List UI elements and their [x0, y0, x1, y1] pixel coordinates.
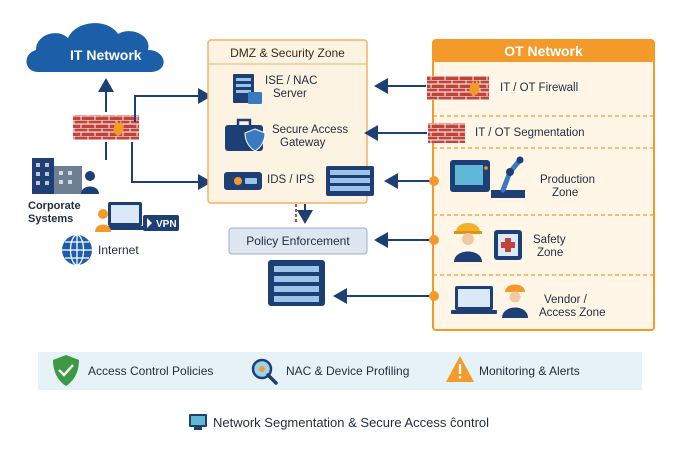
- ot-connector-dots: [429, 176, 439, 301]
- secure-gateway-icon: [225, 118, 266, 152]
- dmz-policy-connector: [295, 204, 313, 224]
- legend-nac-profiling: NAC & Device Profiling: [286, 364, 410, 378]
- rack-server-icon: [326, 166, 374, 196]
- secure-gateway-line1: Secure Access: [272, 124, 349, 136]
- ot-firewall-icon: [427, 76, 489, 100]
- corporate-label: Corporate Systems: [28, 200, 81, 226]
- vendor-zone-label: Vendor / Access Zone: [539, 294, 605, 320]
- ot-network-title: OT Network: [504, 43, 583, 59]
- legend-monitoring: Monitoring & Alerts: [479, 364, 580, 378]
- magnifier-icon: [251, 358, 278, 385]
- first-aid-icon: [494, 230, 522, 260]
- it-network-title: IT Network: [70, 47, 142, 63]
- it-connectors: [98, 78, 212, 190]
- ot-segmentation-icon: [428, 123, 465, 143]
- dmz-title: DMZ & Security Zone: [230, 46, 345, 60]
- policy-enforcement-label: Policy Enforcement: [246, 234, 350, 248]
- vendor-line1: Vendor /: [544, 294, 587, 306]
- production-terminal-icon: [450, 160, 490, 192]
- policy-enforcement-box: [228, 227, 368, 255]
- robot-arm-icon: [491, 156, 525, 198]
- safety-line2: Zone: [537, 247, 564, 259]
- shield-check-icon: [53, 355, 79, 386]
- server-icon: [233, 74, 262, 104]
- footer-title: Network Segmentation & Secure Access ĉon…: [213, 415, 490, 430]
- secure-gateway-label: Secure Access Gateway: [272, 124, 348, 150]
- production-zone-label: Production Zone: [540, 174, 595, 200]
- ids-ips-label: IDS / IPS: [267, 174, 315, 186]
- monitor-icon: [189, 414, 207, 430]
- vendor-technician-icon: [502, 284, 528, 318]
- ise-nac-line2: Server: [273, 88, 307, 100]
- production-line2: Zone: [552, 187, 579, 199]
- ise-nac-label: ISE / NAC Server: [265, 75, 317, 101]
- globe-icon: [62, 234, 92, 266]
- vpn-laptop-icon: [95, 202, 179, 232]
- legend-bar: [38, 352, 642, 390]
- ids-ips-icon: [224, 172, 262, 190]
- corporate-buildings-icon: [32, 158, 99, 194]
- ot-firewall-label: IT / OT Firewall: [500, 82, 579, 94]
- production-line1: Production: [540, 174, 595, 186]
- legend-access-control: Access Control Policies: [88, 364, 214, 378]
- vendor-line2: Access Zone: [539, 307, 606, 319]
- policy-switch-icon: [268, 260, 325, 306]
- warning-icon: [446, 356, 474, 382]
- corporate-label-line1: Corporate: [28, 200, 81, 212]
- ot-segmentation-label: IT / OT Segmentation: [475, 127, 585, 139]
- safety-worker-icon: [454, 223, 482, 262]
- vpn-label: VPN: [156, 219, 177, 230]
- corporate-label-line2: Systems: [28, 213, 74, 225]
- secure-gateway-line2: Gateway: [280, 137, 326, 149]
- safety-line1: Safety: [533, 234, 566, 246]
- it-network-cloud: [26, 23, 164, 72]
- internet-label: Internet: [98, 243, 139, 257]
- safety-zone-label: Safety Zone: [533, 234, 566, 260]
- vendor-laptop-icon: [451, 286, 497, 314]
- it-firewall-icon: [73, 115, 139, 140]
- ot-connectors: [333, 78, 433, 304]
- ot-network-zone: [432, 39, 655, 331]
- ise-nac-line1: ISE / NAC: [265, 75, 318, 87]
